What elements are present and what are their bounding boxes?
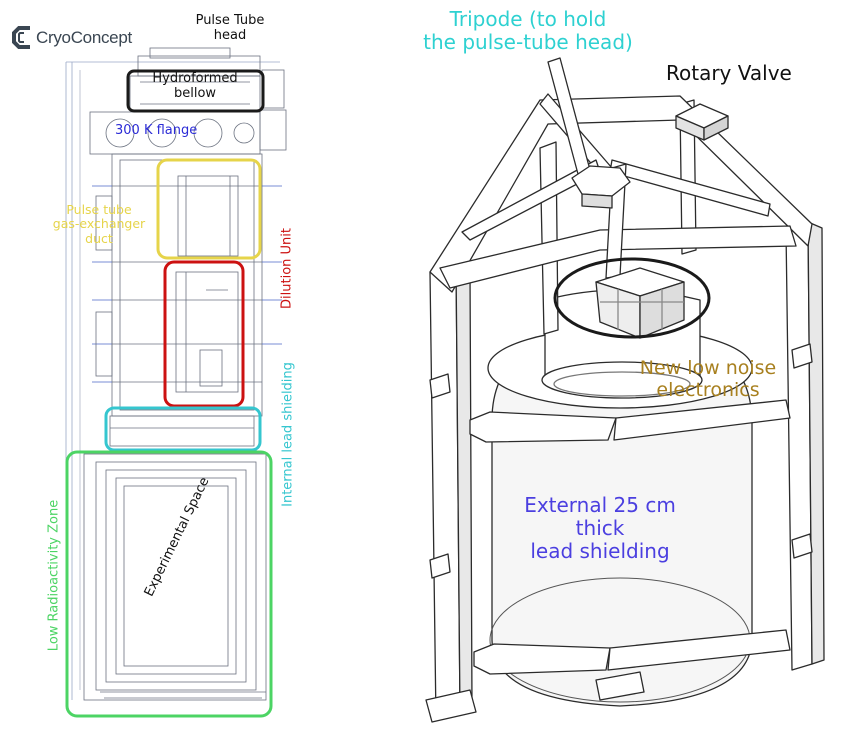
internal-lead-shielding-label: Internal lead shielding bbox=[280, 362, 296, 507]
pulse-tube-head-label: Pulse Tube head bbox=[195, 13, 265, 43]
cryostat-technical-drawing bbox=[65, 47, 287, 701]
cryostat-3d-render bbox=[425, 57, 825, 723]
logo-text: CryoConcept bbox=[36, 28, 132, 47]
experimental-space-highlight-box bbox=[65, 450, 273, 718]
low-radioactivity-zone-label: Low Radioactivity Zone bbox=[46, 499, 62, 652]
tripode-label: Tripode (to hold the pulse-tube head) bbox=[423, 7, 633, 54]
rotary-valve-label: Rotary Valve bbox=[666, 61, 792, 85]
flange-300k-label: 300 K flange bbox=[115, 123, 198, 138]
external-lead-shielding-label: External 25 cm thick lead shielding bbox=[524, 493, 676, 563]
duct-highlight-box bbox=[156, 158, 262, 260]
electronics-highlight-ellipse bbox=[553, 257, 711, 339]
cryoconcept-logo: CryoConcept bbox=[8, 22, 148, 52]
electronics-label: New low noise electronics bbox=[639, 357, 777, 401]
pulse-tube-duct-label: Pulse tube gas-exchanger duct bbox=[52, 202, 146, 246]
hydroformed-bellow-label: Hydroformed bellow bbox=[152, 71, 238, 101]
cryoconcept-c-logo-icon bbox=[12, 26, 30, 49]
dilution-unit-highlight-box bbox=[163, 260, 245, 408]
dilution-unit-label: Dilution Unit bbox=[279, 227, 295, 309]
internal-shield-highlight-box bbox=[104, 406, 262, 452]
bellow-highlight-box bbox=[126, 69, 265, 113]
